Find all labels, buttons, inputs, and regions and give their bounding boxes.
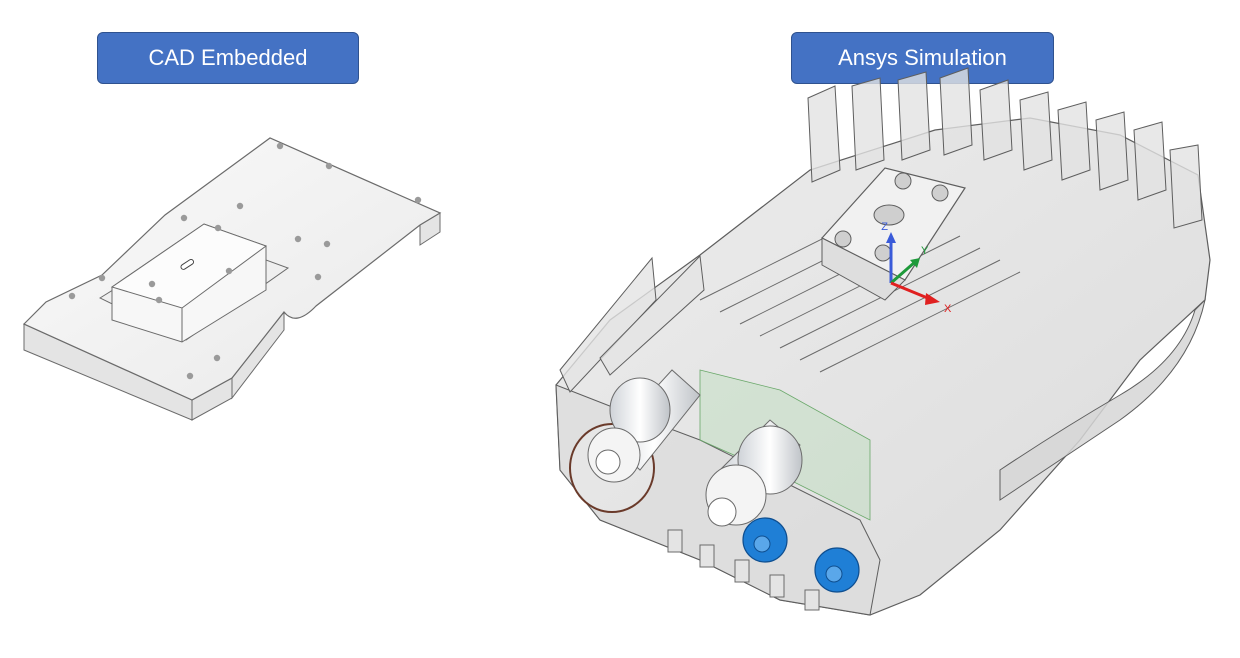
x-axis-label: X <box>944 303 952 315</box>
y-axis-label: Y <box>921 245 929 257</box>
bottom-feet <box>667 529 820 611</box>
mount-screws <box>834 172 949 262</box>
ansys-enclosure-model: Z Y X <box>555 67 1211 616</box>
boss-slot <box>180 258 195 270</box>
handle <box>999 298 1206 501</box>
y-axis-line <box>890 260 916 285</box>
heatsink-fins <box>807 67 1203 229</box>
connector-blue-left <box>742 517 788 563</box>
z-axis-arrow <box>886 232 896 243</box>
x-axis-line <box>890 281 931 301</box>
z-axis-label: Z <box>881 221 888 233</box>
y-axis-arrow <box>910 258 920 268</box>
coordinate-triad: Z Y X <box>881 221 952 315</box>
plate-holes <box>68 142 422 380</box>
side-fins <box>559 254 705 393</box>
connector-large-left <box>569 369 701 513</box>
cad-embedded-label: CAD Embedded <box>97 32 359 84</box>
cad-plate-model <box>22 137 442 421</box>
connector-blue-right <box>814 547 860 593</box>
boss-edge <box>111 287 183 342</box>
connector-large-right <box>705 419 803 527</box>
mount-block-side <box>821 237 906 301</box>
x-axis-arrow <box>925 293 940 305</box>
